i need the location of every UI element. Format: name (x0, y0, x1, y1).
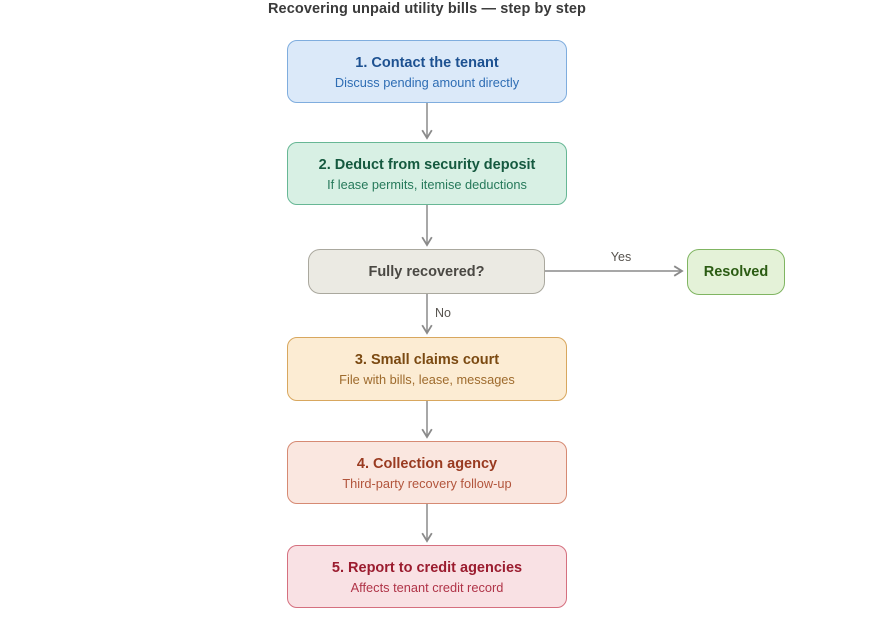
chart-title: Recovering unpaid utility bills — step b… (267, 1, 586, 17)
node-step-1-contact-tenant: 1. Contact the tenant Discuss pending am… (287, 40, 567, 103)
node-step-4-sublabel: Third-party recovery follow-up (342, 475, 512, 491)
node-step-5-sublabel: Affects tenant credit record (350, 579, 504, 595)
node-step-5-label: 5. Report to credit agencies (331, 559, 523, 576)
node-step-3-small-claims-court: 3. Small claims court File with bills, l… (287, 337, 567, 401)
node-step-1-label: 1. Contact the tenant (355, 54, 499, 71)
node-decision-label: Fully recovered? (368, 263, 485, 280)
node-step-3-sublabel: File with bills, lease, messages (339, 372, 515, 387)
edge-label-no: No (435, 306, 451, 320)
node-step-4-collection-agency: 4. Collection agency Third-party recover… (287, 441, 567, 504)
node-step-4-label: 4. Collection agency (356, 455, 498, 472)
node-decision-fully-recovered: Fully recovered? (308, 249, 545, 294)
node-step-2-deduct-deposit: 2. Deduct from security deposit If lease… (287, 142, 567, 205)
node-step-2-sublabel: If lease permits, itemise deductions (327, 176, 527, 192)
node-step-5-report-credit-agencies: 5. Report to credit agencies Affects ten… (287, 545, 567, 608)
node-step-2-label: 2. Deduct from security deposit (318, 156, 536, 173)
node-terminal-resolved: Resolved (687, 249, 785, 295)
node-terminal-label: Resolved (703, 264, 769, 280)
node-step-1-sublabel: Discuss pending amount directly (334, 74, 520, 90)
edge-label-yes: Yes (610, 250, 632, 264)
node-step-3-label: 3. Small claims court (354, 352, 500, 368)
